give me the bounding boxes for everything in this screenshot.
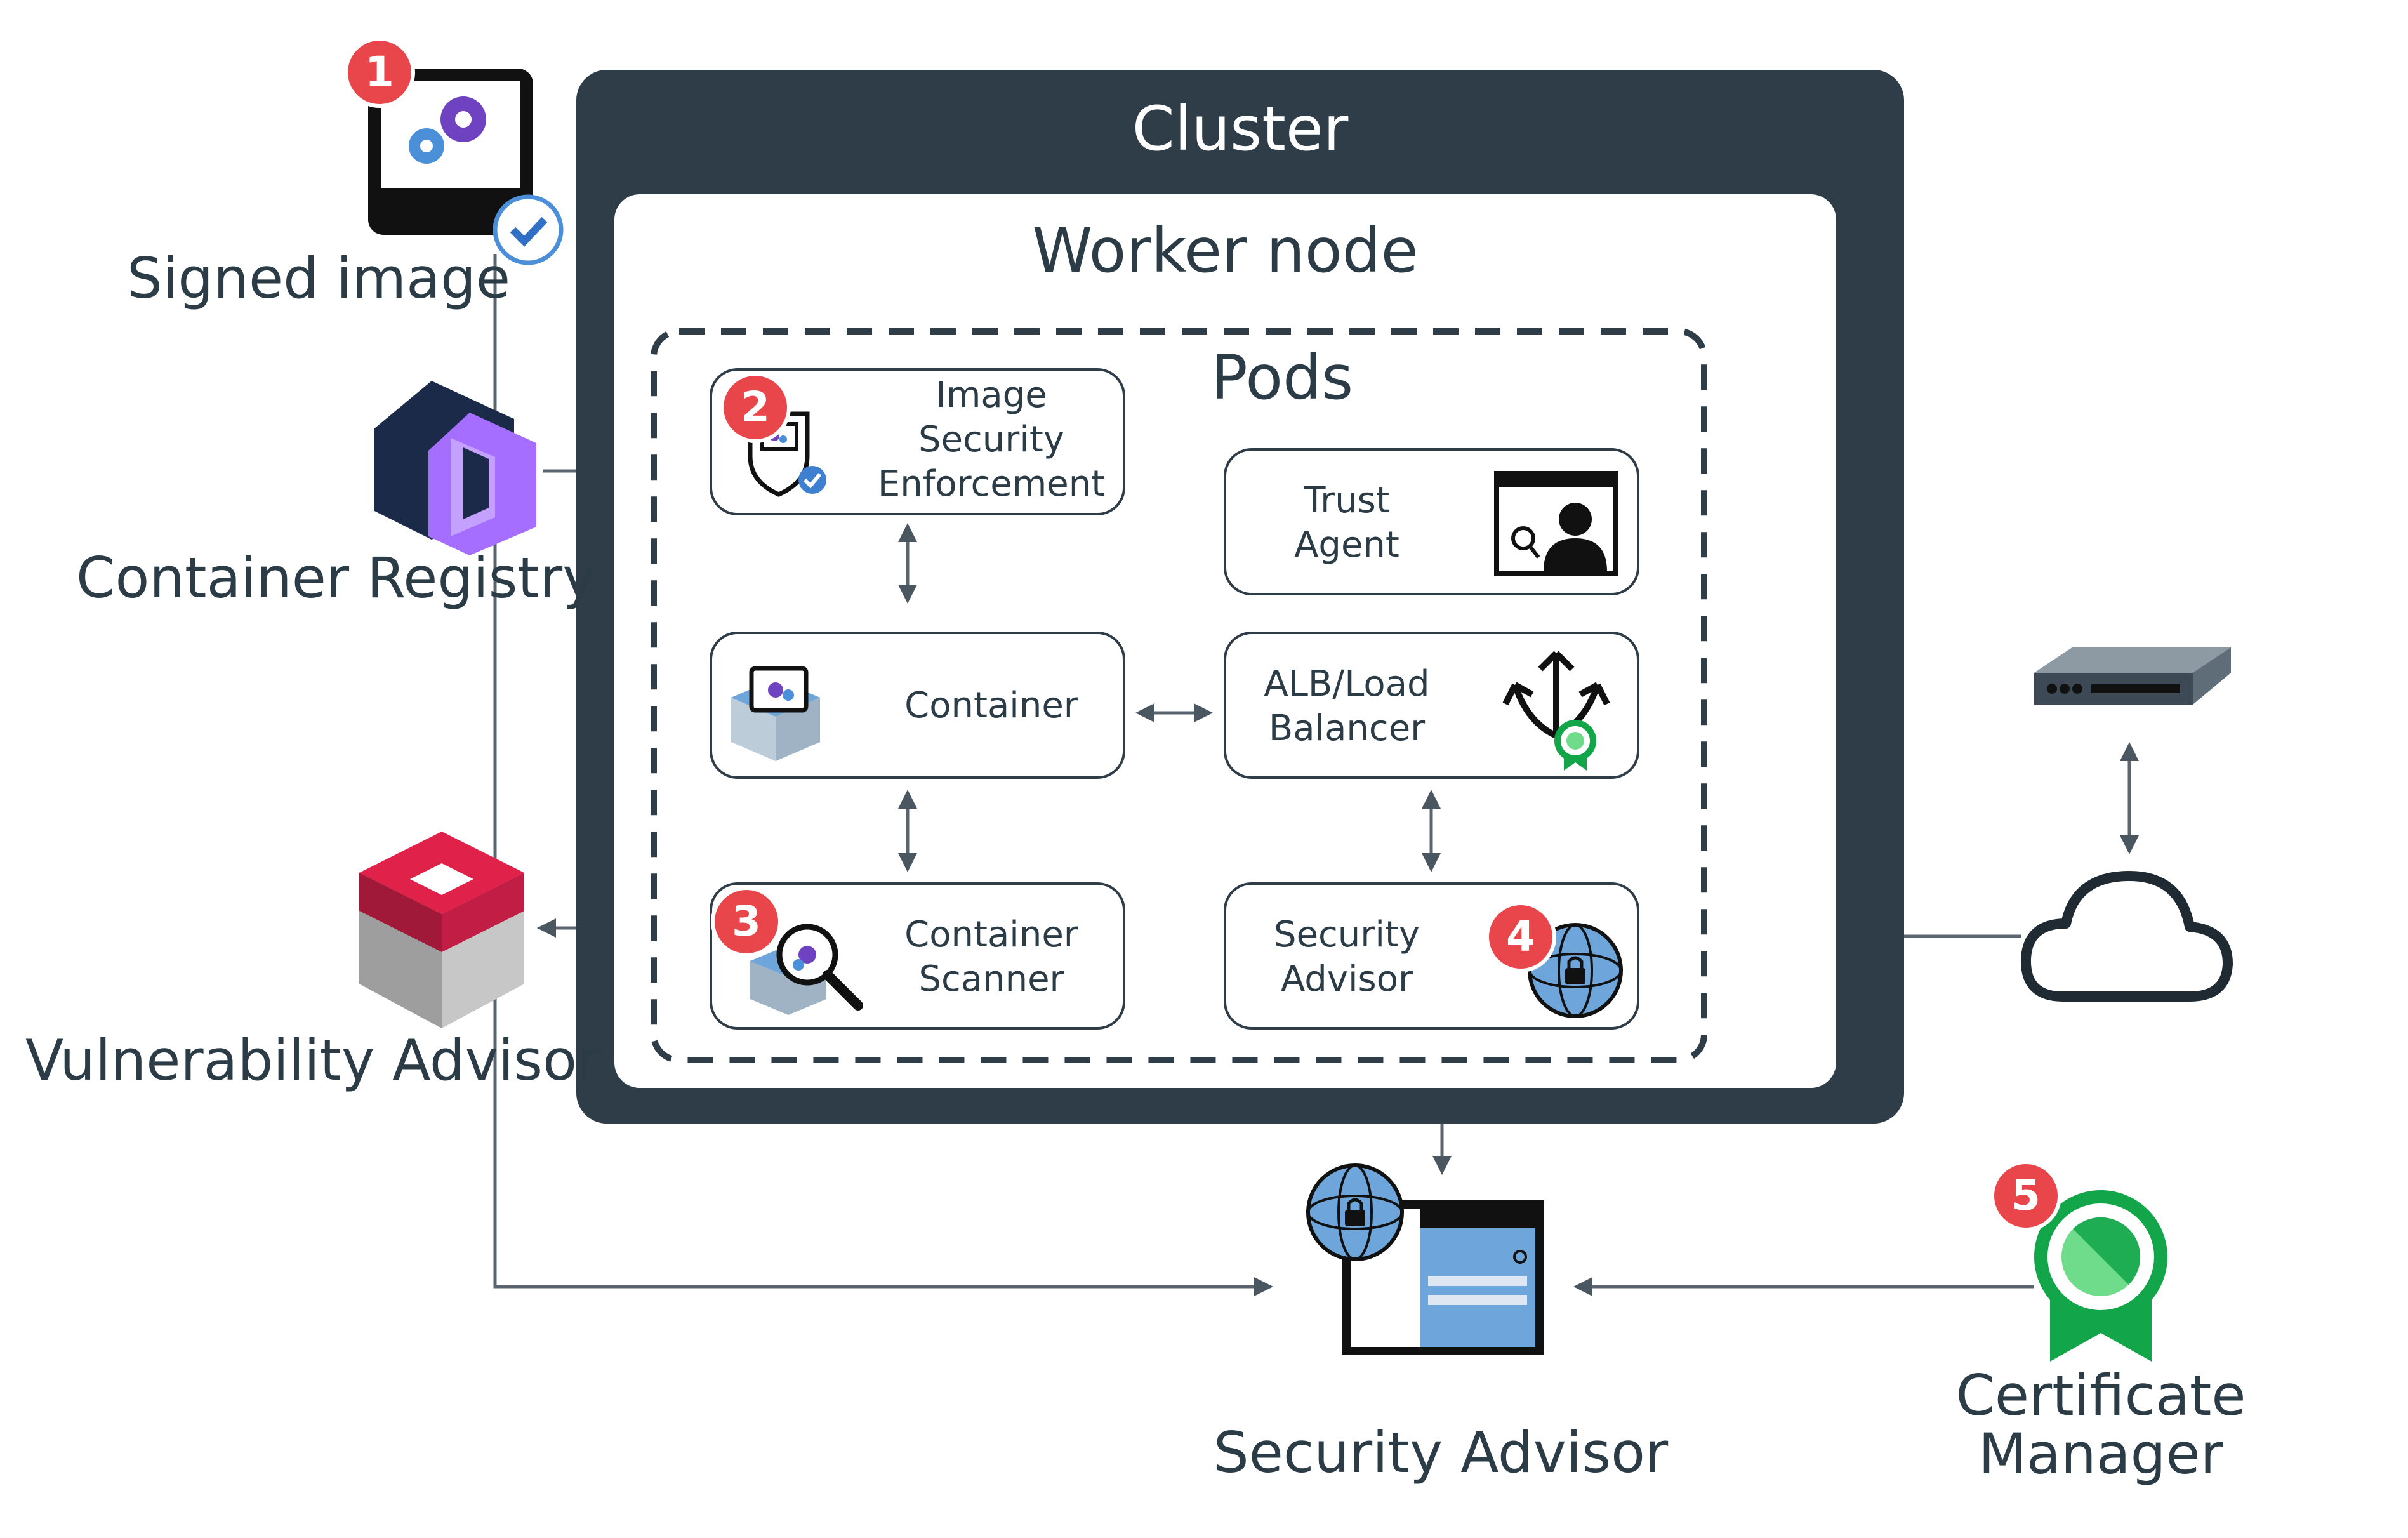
pod-alb-load-balancer[interactable]: ALB/Load Balancer [1224, 632, 1639, 779]
pod-alb-line2: Balancer [1268, 708, 1426, 749]
pods-title: Pods [1210, 342, 1354, 413]
pod-advisor-line1: Security [1274, 914, 1420, 955]
pod-alb-line1: ALB/Load [1264, 663, 1430, 705]
trust-agent-icon [1494, 471, 1618, 576]
pod-container-line1: Container [904, 685, 1078, 726]
badge-2: 2 [720, 372, 791, 443]
security-advisor-icon [1306, 1163, 1544, 1355]
badge-4: 4 [1485, 901, 1556, 972]
pod-trust-line1: Trust [1304, 480, 1390, 521]
certificate-manager-line2: Manager [1978, 1421, 2223, 1487]
cluster-title: Cluster [1132, 93, 1349, 164]
container-cube-icon [731, 666, 820, 761]
load-balancer-icon [1502, 651, 1610, 771]
pod-container[interactable]: Container [710, 632, 1125, 779]
pod-ise-line1: Image [936, 375, 1047, 416]
pod-scanner-line2: Scanner [918, 958, 1064, 1000]
signed-image-line [493, 254, 1273, 1296]
pod-trust-agent[interactable]: Trust Agent [1224, 448, 1639, 595]
pod-trust-line2: Agent [1294, 524, 1399, 566]
cloud-icon [2020, 871, 2233, 1002]
scanner-magnifier-icon [750, 924, 863, 1015]
badge-5: 5 [1990, 1160, 2061, 1231]
certificate-manager-line1: Certificate [1955, 1363, 2246, 1428]
worker-node-title: Worker node [1032, 215, 1419, 286]
container-registry-label: Container Registry [76, 545, 596, 611]
signed-image-label: Signed image [127, 246, 511, 311]
pod-ise-line3: Enforcement [877, 463, 1106, 505]
vulnerability-advisor-icon [359, 832, 524, 1028]
pod-ise-line2: Security [918, 419, 1064, 460]
pod-security-advisor[interactable]: Security Advisor [1224, 882, 1639, 1030]
pod-advisor-line2: Advisor [1280, 958, 1413, 1000]
network-device-icon [2034, 647, 2231, 705]
badge-3: 3 [711, 886, 782, 957]
vulnerability-advisor-label: Vulnerability Advisor [25, 1028, 600, 1093]
pod-scanner-line1: Container [904, 914, 1078, 955]
certificate-manager-icon [2034, 1190, 2167, 1362]
security-advisor-label: Security Advisor [1213, 1420, 1669, 1485]
container-registry-icon [374, 381, 536, 555]
signed-image-icon [368, 69, 564, 265]
badge-1: 1 [344, 37, 415, 108]
